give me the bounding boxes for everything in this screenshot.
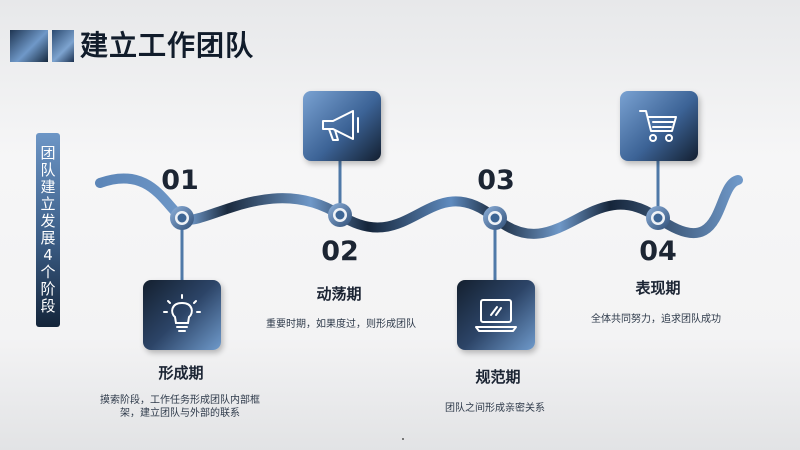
side-label-char: 阶 (40, 280, 56, 298)
timeline-node (646, 206, 670, 230)
side-label-char: 建 (40, 178, 56, 196)
side-label-char: 立 (40, 195, 56, 213)
side-label-char: 展 (40, 229, 56, 247)
title-decor-block-small (52, 30, 74, 62)
step-number: 01 (161, 165, 199, 196)
step-icon-box (303, 91, 381, 161)
step-title: 形成期 (158, 364, 204, 382)
step-number: 03 (477, 165, 515, 196)
side-label-char: 队 (40, 161, 56, 179)
step-description: 全体共同努力，追求团队成功 (591, 314, 721, 325)
laptop-icon (475, 299, 517, 332)
megaphone-icon (322, 110, 359, 141)
side-label: 团 队 建 立 发 展 4 个 阶 段 (36, 133, 60, 327)
step-title: 表现期 (635, 279, 681, 297)
step-description: 重要时期，如果度过，则形成团队 (266, 319, 416, 330)
step-title: 规范期 (475, 368, 521, 386)
step-icon-box (457, 280, 535, 350)
timeline-node (328, 203, 352, 227)
side-label-char: 团 (40, 144, 56, 162)
step-icon-box (143, 280, 221, 350)
stray-dot (402, 438, 404, 440)
step-number: 04 (639, 236, 677, 267)
title-decor-block (10, 30, 48, 62)
step-description: 摸索阶段，工作任务形成团队内部框架，建立团队与外部的联系 (100, 395, 260, 419)
timeline-node (483, 206, 507, 230)
shopping-cart-icon (639, 110, 677, 142)
side-label-char: 段 (40, 297, 56, 315)
timeline-node (170, 206, 194, 230)
step-number: 02 (321, 236, 359, 267)
step-icon-box (620, 91, 698, 161)
step-title: 动荡期 (316, 285, 362, 303)
lightbulb-icon (163, 294, 201, 332)
side-label-char: 个 (40, 263, 56, 281)
page-title: 建立工作团队 (80, 29, 255, 62)
side-label-char: 发 (40, 212, 56, 230)
step-description: 团队之间形成亲密关系 (445, 403, 545, 414)
side-label-char: 4 (43, 246, 53, 264)
